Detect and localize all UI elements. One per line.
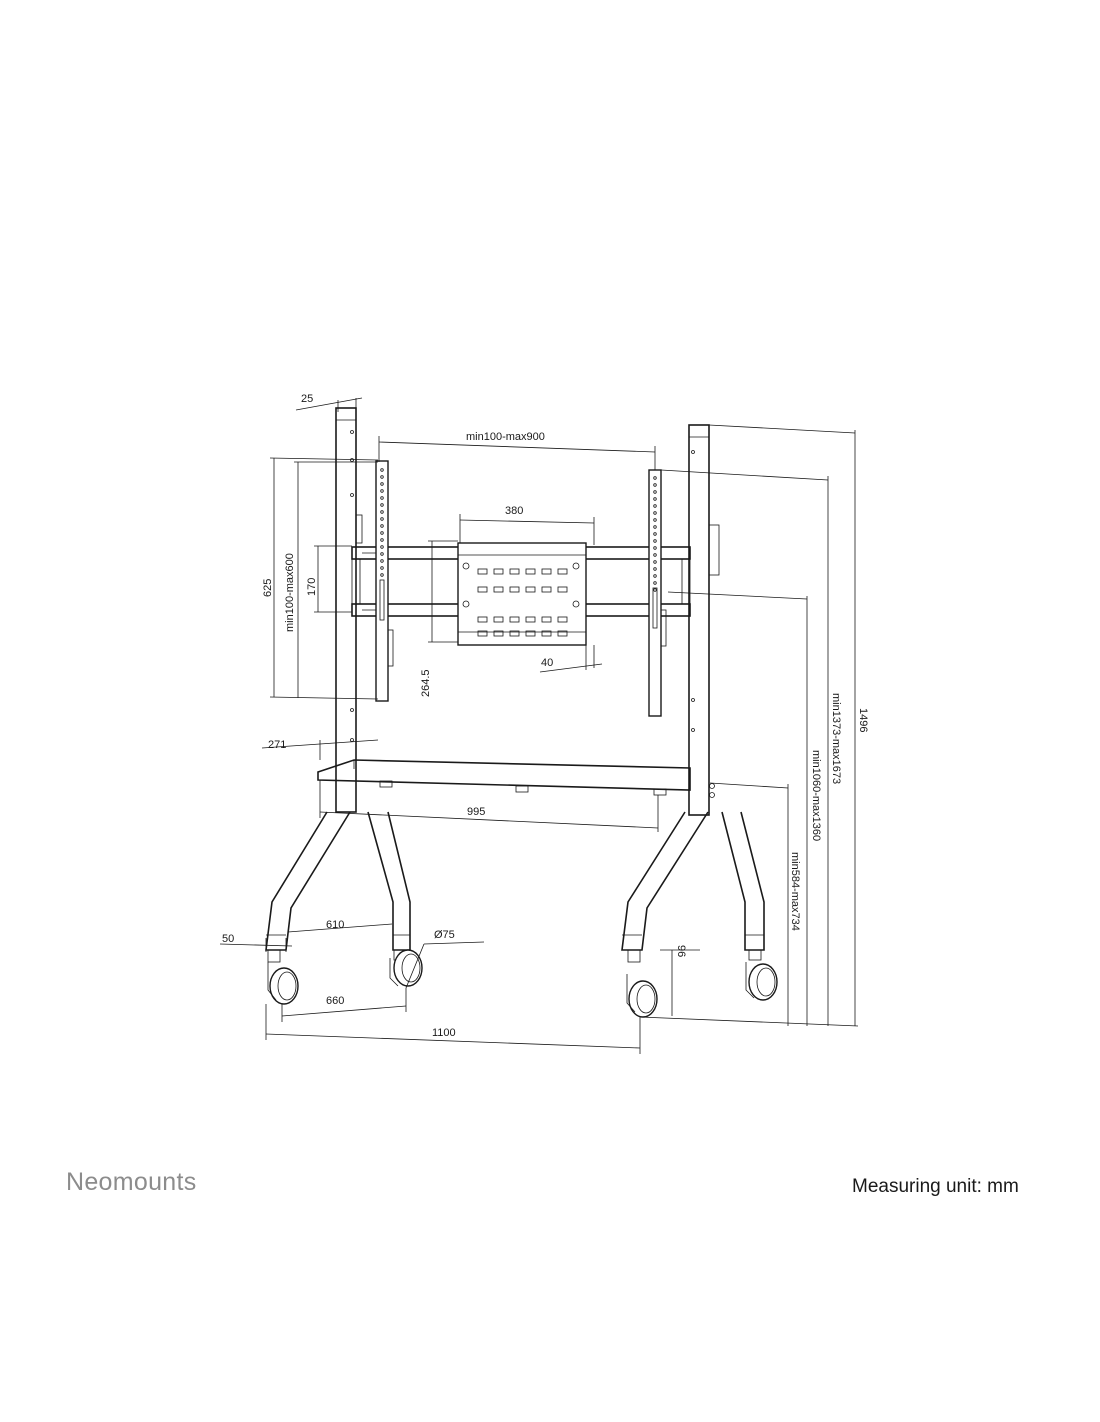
dim-1496: 1496 bbox=[857, 708, 869, 732]
caster-front-left bbox=[267, 949, 299, 1005]
center-plate bbox=[457, 542, 587, 646]
right-post bbox=[688, 424, 720, 816]
caster-front-right bbox=[626, 949, 658, 1018]
right-leg-assembly bbox=[621, 811, 765, 951]
dimension-labels: 25 min100-max900 380 625 min100-max600 1… bbox=[222, 393, 869, 1039]
shelf bbox=[317, 759, 715, 798]
right-vesa-arm bbox=[648, 469, 667, 717]
dim-vesa-height: min100-max600 bbox=[284, 553, 296, 632]
caster-rear-right bbox=[745, 949, 778, 1001]
dim-vesa-width: min100-max900 bbox=[466, 431, 545, 443]
dim-1100: 1100 bbox=[432, 1027, 456, 1039]
dim-25: 25 bbox=[301, 393, 313, 405]
dim-264-5: 264.5 bbox=[420, 669, 432, 697]
dim-170: 170 bbox=[306, 578, 318, 596]
dim-height-shelf: min584-max734 bbox=[789, 852, 801, 931]
dim-995: 995 bbox=[467, 806, 485, 818]
dimension-lines bbox=[219, 397, 859, 1054]
brand-logo: Neomounts bbox=[66, 1168, 197, 1196]
caster-rear-left bbox=[389, 949, 423, 987]
dim-610: 610 bbox=[326, 919, 344, 931]
left-vesa-arm bbox=[375, 460, 394, 702]
dim-625: 625 bbox=[262, 579, 274, 597]
dim-height-top: min1373-max1673 bbox=[830, 693, 842, 784]
dim-660: 660 bbox=[326, 995, 344, 1007]
dim-96: 96 bbox=[675, 945, 687, 957]
dim-height-center: min1060-max1360 bbox=[810, 750, 822, 841]
dim-50: 50 bbox=[222, 933, 234, 945]
dim-40: 40 bbox=[541, 657, 553, 669]
dim-75: Ø75 bbox=[434, 929, 455, 941]
left-post bbox=[335, 407, 363, 813]
measuring-unit-label: Measuring unit: mm bbox=[852, 1176, 1019, 1197]
dim-271: 271 bbox=[268, 739, 286, 751]
dim-380: 380 bbox=[505, 505, 523, 517]
